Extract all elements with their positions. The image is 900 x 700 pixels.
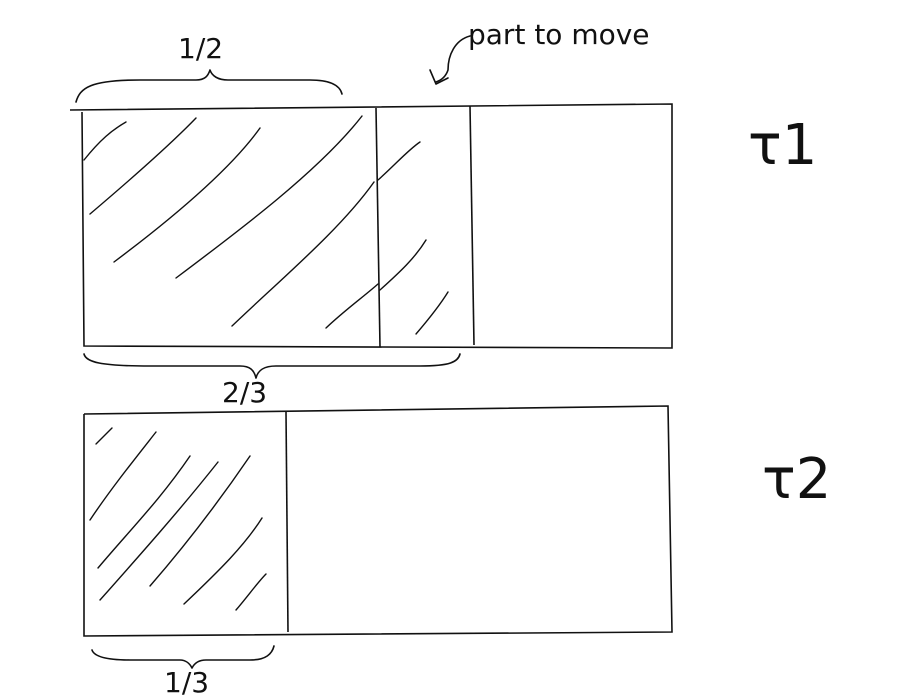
bar-tau2-divider-third [285,411,289,633]
bar-tau1-hatching-moved-part [377,141,449,335]
label-tau2: τ2 [762,447,831,512]
brace-half [75,69,343,103]
bar-tau1 [69,103,673,349]
label-part-to-move: part to move [468,18,650,51]
arrow-part-to-move-head [429,69,449,85]
bar-tau1-divider-two-thirds [469,105,475,346]
bar-tau2 [83,405,673,637]
label-two-thirds: 2/3 [222,376,267,409]
label-tau1: τ1 [748,113,817,178]
brace-one-third [91,645,275,669]
bar-tau2-hatching-third [89,427,267,611]
bar-tau2-outline [83,405,673,637]
bar-tau1-divider-half [375,107,381,348]
bar-tau1-hatching-half [83,115,379,329]
bar-tau1-outline [69,103,673,349]
arrow-part-to-move [435,35,471,83]
label-half: 1/2 [178,32,223,65]
brace-two-thirds [83,353,461,379]
label-one-third: 1/3 [164,666,209,699]
